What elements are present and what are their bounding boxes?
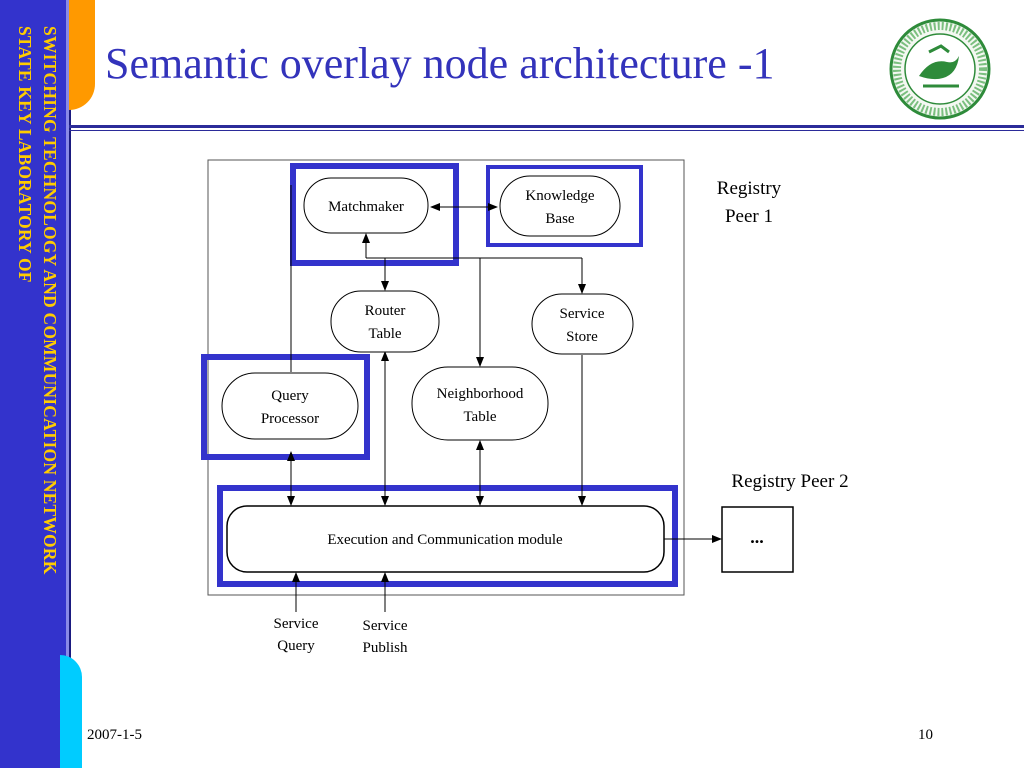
lab-name-line2: STATE KEY LABORATORY OF [15, 26, 35, 283]
service-store-label-line1: Service [560, 306, 605, 322]
service-publish-label-line1: Service [363, 618, 408, 634]
registry-peer1-label-line2: Peer 1 [725, 206, 773, 227]
matchmaker-label: Matchmaker [328, 199, 404, 215]
lab-name-vertical: SWITCHING TECHNOLOGY AND COMMUNICATION N… [6, 26, 62, 746]
query-processor-node: Query Processor [221, 372, 359, 440]
execution-module-label: Execution and Communication module [327, 532, 563, 548]
registry-peer1-label-line1: Registry [717, 178, 782, 199]
execution-module-node: Execution and Communication module [226, 505, 665, 573]
connectors [287, 185, 722, 612]
service-query-label-line1: Service [274, 616, 319, 632]
execution-module-highlight-frame [217, 485, 678, 587]
orange-accent-tab [69, 0, 95, 110]
registry-peer2-box: ... [721, 506, 794, 573]
service-publish-label-line2: Publish [362, 640, 408, 656]
query-processor-label-line2: Processor [261, 411, 319, 427]
router-table-node: Router Table [330, 290, 440, 353]
router-table-label-line1: Router [365, 303, 406, 319]
knowledge-base-label-line1: Knowledge [525, 188, 594, 204]
registry-peer2-ellipsis: ... [750, 527, 764, 547]
title-divider [69, 125, 1024, 128]
title-divider-thin [69, 130, 1024, 131]
page-number: 10 [918, 727, 933, 743]
service-store-label-line2: Store [566, 329, 598, 345]
query-processor-highlight-frame [201, 354, 370, 460]
slide-title: Semantic overlay node architecture -1 [105, 39, 775, 88]
lab-name-line1: SWITCHING TECHNOLOGY AND COMMUNICATION N… [40, 26, 60, 575]
university-logo-icon [889, 18, 991, 120]
registry-peer1-frame [207, 159, 685, 596]
service-query-label-line2: Query [277, 638, 315, 654]
footer-date: 2007-1-5 [87, 727, 142, 743]
matchmaker-highlight-frame [290, 163, 459, 266]
cyan-accent-tab [60, 655, 82, 768]
side-band [0, 0, 71, 768]
knowledge-base-node: Knowledge Base [499, 175, 621, 237]
side-band-edge [66, 0, 69, 768]
neighborhood-table-node: Neighborhood Table [411, 366, 549, 441]
service-store-node: Service Store [531, 293, 634, 355]
knowledge-base-label-line2: Base [545, 211, 575, 227]
neighborhood-table-label-line2: Table [463, 409, 496, 425]
query-processor-label-line1: Query [271, 388, 309, 404]
neighborhood-table-label-line1: Neighborhood [437, 386, 524, 402]
registry-peer2-label: Registry Peer 2 [731, 471, 848, 492]
router-table-label-line2: Table [368, 326, 401, 342]
matchmaker-node: Matchmaker [303, 177, 429, 234]
